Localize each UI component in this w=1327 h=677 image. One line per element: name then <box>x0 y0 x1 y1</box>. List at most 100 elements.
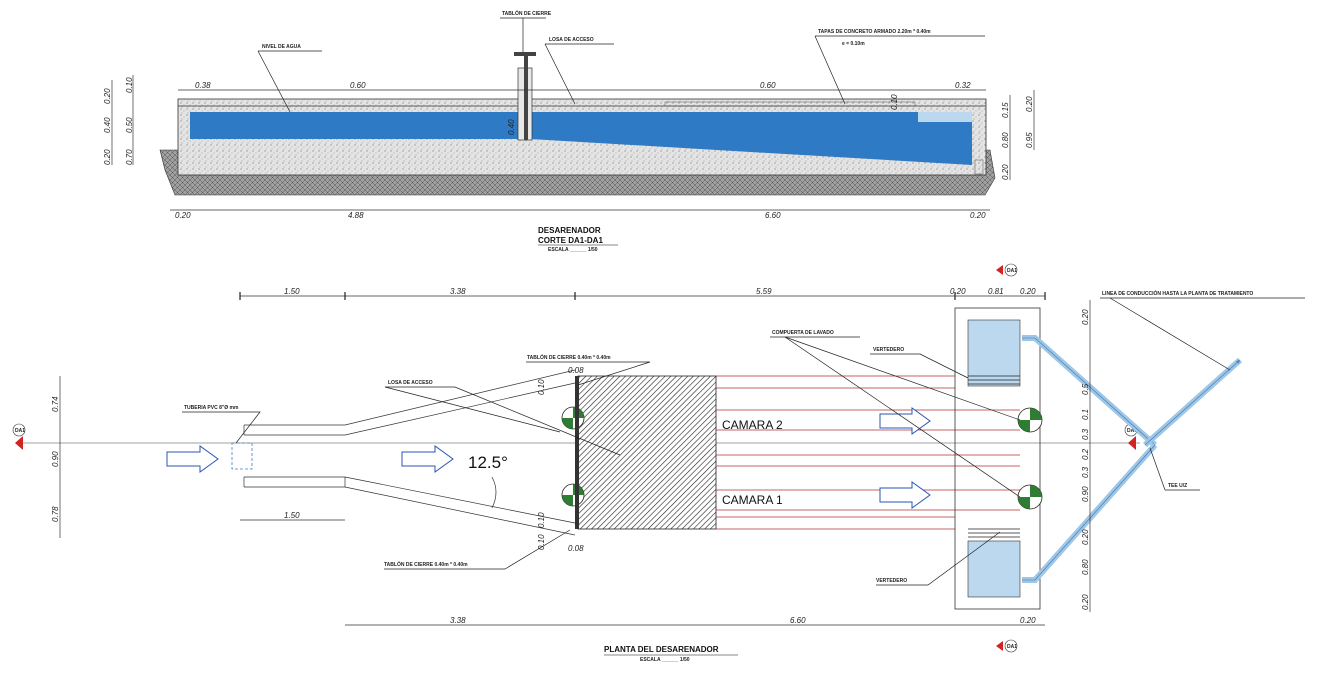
section-marker-top: DA1 <box>996 263 1018 277</box>
flow-arrow-transition <box>401 445 454 473</box>
plan-gate-dim-4: 0.10 <box>537 534 546 550</box>
plan-bottom-dim-3: 0.20 <box>1020 616 1036 625</box>
label-water-level: NIVEL DE AGUA <box>262 44 301 50</box>
plan-top-dim-5: 0.81 <box>988 287 1004 296</box>
section-right-dim-3: 0.80 <box>1001 132 1010 148</box>
plan-top-dim-2: 3.38 <box>450 287 466 296</box>
section-marker-bottom: DA1 <box>996 639 1018 653</box>
closing-plank <box>575 376 579 529</box>
plan-bottom-dim-1: 3.38 <box>450 616 466 625</box>
section-left-dim-3: 0.40 <box>103 117 112 133</box>
plan-right-dim-9: 0.80 <box>1081 559 1090 575</box>
plan-right-dim-3: 0.1 <box>1081 409 1090 420</box>
section-right-dim-4: 0.95 <box>1025 132 1034 148</box>
section-right-dim-1: 0.20 <box>1025 96 1034 112</box>
svg-text:DA1: DA1 <box>1127 428 1137 434</box>
section-marker-left: DA1 <box>12 423 26 450</box>
section-bottom-dim-3: 6.60 <box>765 211 781 220</box>
plan-right-dim-5: 0.2 <box>1081 448 1090 460</box>
gate-valve-top-left <box>561 406 585 430</box>
plan-inlet-dim: 1.50 <box>284 511 300 520</box>
label-pipe: TUBERIA PVC 8"Ø mm <box>184 405 239 411</box>
plan-bottom-dim-2: 6.60 <box>790 616 806 625</box>
plan-right-dim-1: 0.20 <box>1081 309 1090 325</box>
plan-right-dim-8: 0.20 <box>1081 529 1090 545</box>
outlet-box-top <box>967 319 1021 387</box>
section-inner-dim-2: 0.10 <box>890 94 899 110</box>
plan-top-dim-4: 0.20 <box>950 287 966 296</box>
inlet-pipe <box>231 442 253 470</box>
label-covers: TAPAS DE CONCRETO ARMADO 2.20m * 0.40m <box>818 29 931 35</box>
chamber-1-label: CAMARA 1 <box>722 493 783 507</box>
label-weir-top: VERTEDERO <box>873 347 904 353</box>
label-plan-access-slab: LOSA DE ACCESO <box>388 380 433 386</box>
plan-view: DA1 DA1 DA1 DA1 12.5° <box>12 263 1305 663</box>
plan-right-dim-7: 0.90 <box>1081 486 1090 502</box>
plan-left-dim-1: 0.74 <box>51 396 60 412</box>
section-top-dim-4: 0.32 <box>955 81 971 90</box>
section-top-dim-2: 0.60 <box>350 81 366 90</box>
section-title: DESARENADOR <box>538 226 601 235</box>
plan-top-dim-1: 1.50 <box>284 287 300 296</box>
section-inner-dim-1: 0.40 <box>507 119 516 135</box>
section-bottom-dim-4: 0.20 <box>970 211 986 220</box>
plan-left-dim-2: 0.90 <box>51 451 60 467</box>
label-closing-gate: TABLÓN DE CIERRE <box>502 9 552 17</box>
plan-gate-dim-1: 0.08 <box>568 366 584 375</box>
weir-top <box>968 375 1020 385</box>
gate-valve-bottom-left <box>561 483 585 507</box>
label-wash-gate: COMPUERTA DE LAVADO <box>772 330 834 336</box>
section-left-dim-6: 0.70 <box>125 149 134 165</box>
plan-right-dim-4: 0.3 <box>1081 428 1090 440</box>
svg-text:DA1: DA1 <box>1007 268 1017 274</box>
section-right-dim-5: 0.20 <box>1001 164 1010 180</box>
section-left-dim-1: 0.10 <box>125 77 134 93</box>
plan-top-dim-6: 0.20 <box>1020 287 1036 296</box>
plan-right-dim-6: 0.3 <box>1081 466 1090 478</box>
label-gate-bottom: TABLÓN DE CIERRE 0.40m * 0.40m <box>384 560 468 568</box>
flow-arrow-inlet <box>166 445 219 473</box>
section-scale: ESCALA ______ 1/50 <box>548 247 598 253</box>
label-access-slab: LOSA DE ACCESO <box>549 37 594 43</box>
section-view: NIVEL DE AGUA TABLÓN DE CIERRE LOSA DE A… <box>103 9 1035 253</box>
section-bottom-dim-1: 0.20 <box>175 211 191 220</box>
plan-gate-dim-2: 0.10 <box>537 379 546 395</box>
chamber-2-label: CAMARA 2 <box>722 418 783 432</box>
label-covers-thickness: e = 0.10m <box>842 41 865 47</box>
svg-text:DA1: DA1 <box>15 428 25 434</box>
plan-title: PLANTA DEL DESARENADOR <box>604 645 719 654</box>
section-marker-right: DA1 <box>1124 423 1138 450</box>
water-surface-light <box>918 112 972 122</box>
outlet-box-bottom <box>967 540 1021 598</box>
wash-gate-bottom <box>1017 484 1043 510</box>
plan-scale: ESCALA ______ 1/50 <box>640 657 690 663</box>
section-top-dim-1: 0.38 <box>195 81 211 90</box>
plan-right-dim-2: 0.5 <box>1081 383 1090 395</box>
plan-top-dim-3: 5.59 <box>756 287 772 296</box>
plan-gate-dim-5: 0.08 <box>568 544 584 553</box>
label-gate-top: TABLÓN DE CIERRE 0.40m * 0.40m <box>527 353 611 361</box>
section-left-dim-4: 0.50 <box>125 117 134 133</box>
section-left-dim-2: 0.20 <box>103 88 112 104</box>
closing-gate-handle <box>514 52 536 56</box>
svg-text:DA1: DA1 <box>1007 644 1017 650</box>
outlet-structure <box>954 307 1041 610</box>
weir-bottom <box>968 528 1020 538</box>
plan-right-dim-10: 0.20 <box>1081 594 1090 610</box>
plan-gate-dim-3: 0.10 <box>537 512 546 528</box>
plan-left-dim-3: 0.78 <box>51 506 60 522</box>
wash-gate-top <box>1017 407 1043 433</box>
closing-gate-bar <box>524 52 528 140</box>
plan-angle: 12.5° <box>468 453 508 472</box>
label-conduction-line: LINEA DE CONDUCCIÓN HASTA LA PLANTA DE T… <box>1102 289 1253 297</box>
section-left-dim-5: 0.20 <box>103 149 112 165</box>
section-top-dim-3: 0.60 <box>760 81 776 90</box>
access-slab-hatch <box>577 375 717 530</box>
flow-arrow-chamber-1 <box>879 481 931 509</box>
section-right-dim-2: 0.15 <box>1001 102 1010 118</box>
section-subtitle: CORTE DA1-DA1 <box>538 236 603 245</box>
water-body <box>190 112 972 165</box>
label-weir-bottom: VERTEDERO <box>876 578 907 584</box>
label-tee: TEE U/Z <box>1168 483 1187 489</box>
